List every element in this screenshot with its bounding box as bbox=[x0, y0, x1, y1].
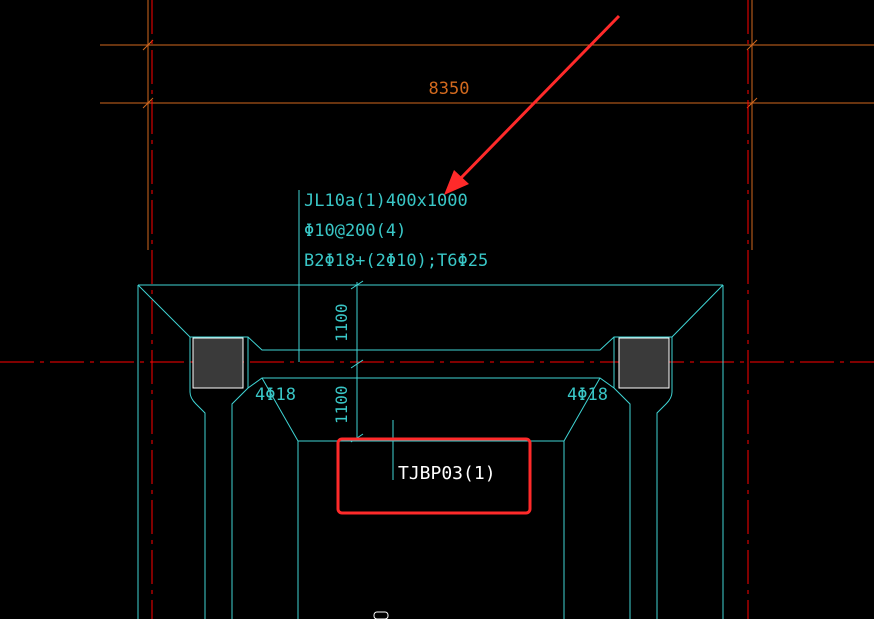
dimension-offset-upper-text: 1100 bbox=[332, 303, 351, 342]
beam-stirrup-label[interactable]: Φ10@200(4) bbox=[304, 221, 406, 241]
bottom-marker-icon bbox=[373, 611, 389, 619]
red-highlight-rectangle bbox=[336, 437, 532, 515]
beam-name-label[interactable]: JL10a(1)400x1000 bbox=[304, 191, 468, 211]
dimension-overall-text: 8350 bbox=[429, 79, 470, 99]
dimension-lines bbox=[100, 0, 874, 250]
foundation-label[interactable]: TJBP03(1) bbox=[398, 463, 496, 484]
rebar-label-left[interactable]: 4Φ18 bbox=[255, 385, 296, 405]
column-left[interactable] bbox=[192, 337, 244, 389]
dimension-offset-lower-text: 1100 bbox=[332, 385, 351, 424]
column-right[interactable] bbox=[618, 337, 670, 389]
foundation-outline[interactable] bbox=[137, 190, 724, 619]
beam-rebar-label[interactable]: B2Φ18+(2Φ10);T6Φ25 bbox=[304, 251, 488, 271]
rebar-label-right[interactable]: 4Φ18 bbox=[567, 385, 608, 405]
red-pointer-arrow-icon bbox=[444, 14, 621, 195]
